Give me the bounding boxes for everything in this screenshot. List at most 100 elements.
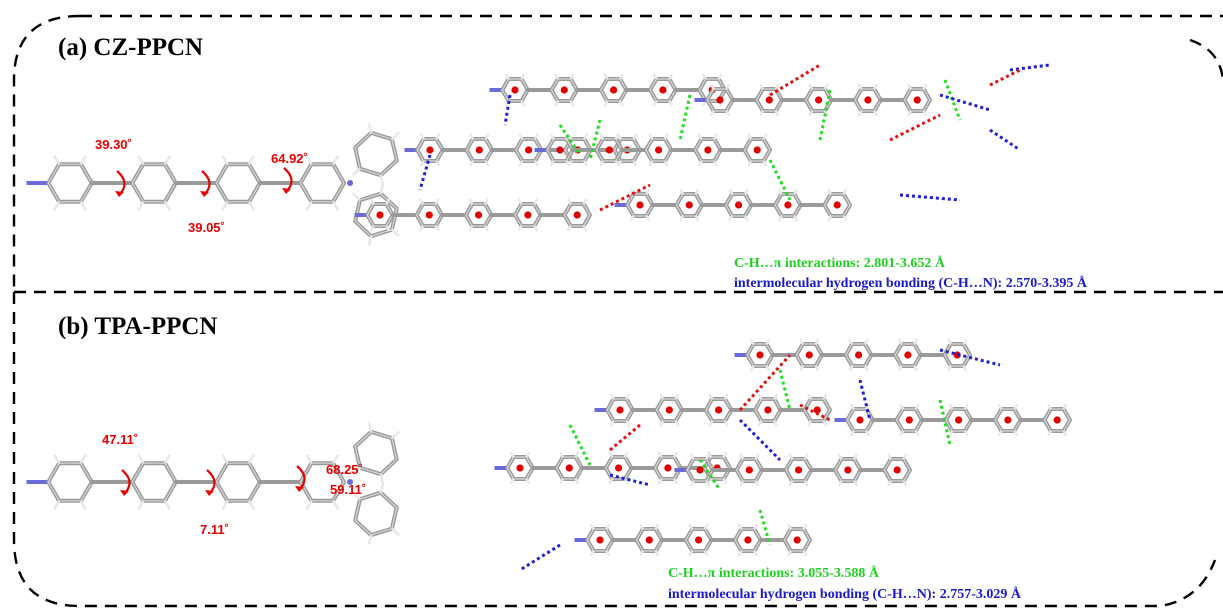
ch-pi-contact [588, 119, 602, 161]
hbond-contact [503, 94, 512, 126]
hydrogen-bond [873, 110, 879, 117]
hydrogen-bond [689, 480, 695, 487]
hydrogen-bond [618, 73, 624, 80]
hydrogen-bond [517, 225, 523, 232]
hydrogen-bond [757, 420, 763, 427]
hydrogen-bond [385, 198, 391, 205]
ring-highlight [613, 138, 641, 162]
hydrogen-bond [163, 155, 171, 165]
ring-centroid [756, 351, 764, 359]
hydrogen-bond [673, 478, 679, 485]
ring-bond [46, 461, 94, 503]
hydrogen-bond [962, 365, 968, 372]
ring-highlight [686, 458, 714, 482]
hydrogen-bond [758, 110, 765, 117]
ring-bond [298, 162, 346, 204]
hydrogen-bond [247, 454, 256, 464]
hydrogen-bond [906, 83, 912, 90]
hydrogen-bond [749, 365, 755, 372]
hydrogen-bond [914, 403, 920, 410]
hydrogen-bond [247, 155, 256, 165]
hydrogen-bond [806, 393, 812, 400]
ring-highlight [903, 88, 931, 112]
torsion-angle-label: 47.11˚ [102, 432, 139, 447]
hydrogen-bond [654, 550, 660, 557]
hydrogen-bond [694, 188, 700, 195]
hydrogen-bond [419, 133, 425, 140]
ch-pi-contact [778, 369, 792, 411]
hydrogen-bond [902, 453, 908, 460]
ring-centroid [610, 86, 618, 94]
hydrogen-bond [553, 100, 560, 107]
hydrogen-bond [865, 403, 871, 410]
border-top-left [12, 14, 1223, 292]
ring-highlight [774, 193, 802, 217]
hydrogen-bond [774, 83, 780, 90]
hydrogen-bond [737, 550, 743, 557]
hydrogen-bond [728, 215, 734, 222]
pi-pi-contact [609, 423, 641, 452]
hydrogen-bond [574, 451, 580, 458]
ch-pi-contact [768, 159, 792, 201]
hydrogen-bond [598, 160, 605, 167]
hbond-contact [858, 379, 872, 421]
hydrogen-bond [608, 451, 614, 458]
ring-centroid [616, 406, 624, 414]
hydrogen-bond [221, 155, 229, 165]
hydrogen-bond [247, 500, 256, 510]
ch-pi-range-b: C-H…π interactions: 3.055-3.588 Å [668, 566, 880, 581]
hydrogen-bond [668, 100, 674, 107]
hydrogen-bond [873, 83, 879, 90]
hydrogen-bond [391, 228, 400, 238]
hydrogen-bond [623, 451, 629, 458]
hydrogen-bond [663, 133, 669, 140]
hydrogen-bond [897, 338, 903, 345]
hbond-range-b: intermolecular hydrogen bonding (C-H…N):… [668, 587, 1021, 602]
ch-pi-contact [943, 79, 962, 121]
hydrogen-bond [997, 403, 1003, 410]
ring-highlight [1043, 408, 1071, 432]
ring-highlight [501, 78, 529, 102]
hydrogen-bond [738, 453, 745, 460]
hydrogen-bond [688, 550, 694, 557]
hydrogen-bond [708, 393, 714, 400]
ring-highlight [675, 193, 703, 217]
ring-bond [130, 461, 178, 503]
ring-highlight [834, 458, 862, 482]
hydrogen-bond [703, 523, 709, 530]
ring-highlight [550, 78, 578, 102]
hydrogen-bond [793, 188, 799, 195]
hydrogen-bond [765, 338, 771, 345]
ring-centroid [615, 464, 623, 472]
hbond-contact [1009, 63, 1051, 72]
hydrogen-bond [674, 420, 680, 427]
hydrogen-bond [773, 393, 779, 400]
ring-centroid [856, 416, 864, 424]
hydrogen-bond [697, 133, 703, 140]
hydrogen-bond [609, 420, 615, 427]
ring-highlight [706, 88, 734, 112]
ring-centroid [833, 201, 841, 209]
hydrogen-bond [332, 201, 340, 211]
hydrogen-bond [618, 100, 624, 107]
hydrogen-bond [434, 198, 440, 205]
hydrogen-bond [434, 225, 440, 232]
hydrogen-bond [773, 420, 779, 427]
hydrogen-bond [725, 110, 731, 117]
hydrogen-bond [762, 160, 768, 167]
ring-centroid [636, 201, 644, 209]
ring-centroid [753, 146, 761, 154]
ring-centroid [525, 146, 533, 154]
torsion-angle-label: 59.11˚ [330, 482, 367, 497]
hydrogen-bond [857, 83, 863, 90]
hydrogen-bond [367, 534, 373, 545]
hydrogen-bond [385, 225, 391, 232]
hydrogen-bond [705, 480, 711, 487]
hydrogen-bond [657, 478, 663, 485]
hydrogen-bond [728, 188, 734, 195]
hydrogen-bond [625, 420, 631, 427]
hydrogen-bond [743, 215, 749, 222]
hydrogen-bond [842, 188, 848, 195]
hbond-contact [418, 154, 432, 191]
hydrogen-bond [725, 83, 731, 90]
